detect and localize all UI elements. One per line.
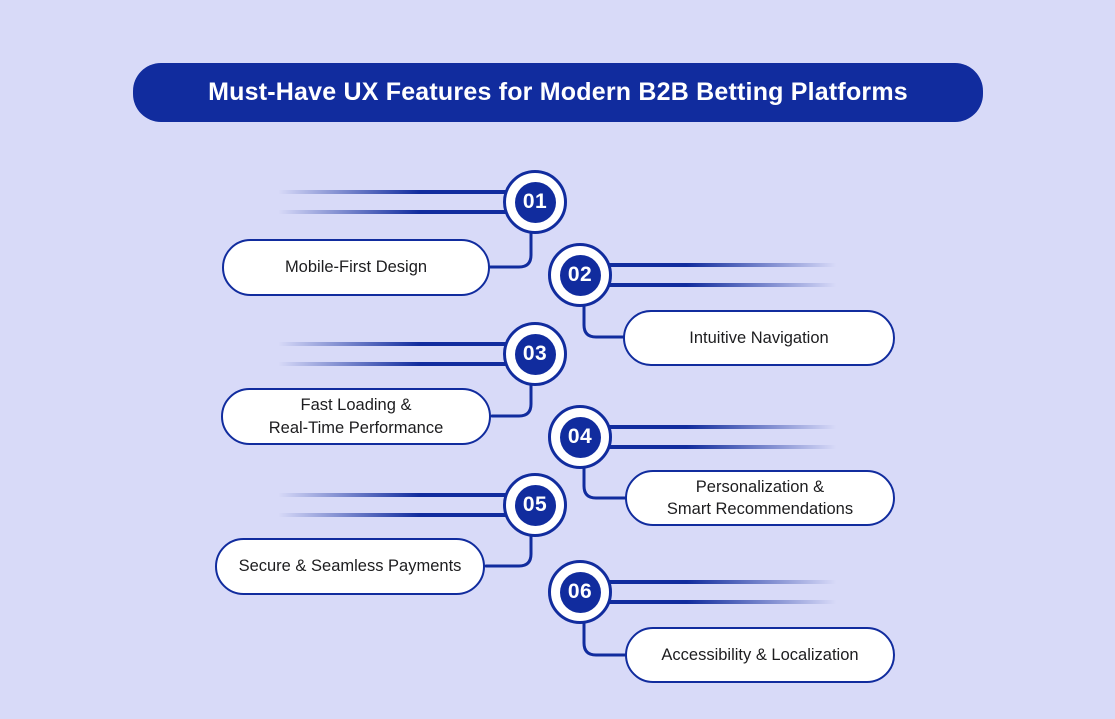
item-4-number: 04 — [559, 416, 601, 458]
item-4-number-circle: 04 — [548, 405, 612, 469]
decor-line — [268, 493, 520, 497]
connector-item-1 — [488, 232, 533, 269]
item-2-label: Intuitive Navigation — [689, 328, 829, 347]
item-2-number: 02 — [559, 254, 601, 296]
title-banner: Must-Have UX Features for Modern B2B Bet… — [133, 63, 983, 122]
item-3-label-pill: Fast Loading & Real-Time Performance — [221, 388, 491, 445]
item-6-number: 06 — [559, 571, 601, 613]
connector-item-4 — [582, 466, 628, 500]
decor-line — [580, 283, 847, 287]
page-title: Must-Have UX Features for Modern B2B Bet… — [208, 78, 908, 106]
item-2-label-pill: Intuitive Navigation — [623, 310, 895, 366]
item-6-number-circle: 06 — [548, 560, 612, 624]
item-4-label-pill: Personalization & Smart Recommendations — [625, 470, 895, 526]
item-5-label: Secure & Seamless Payments — [238, 557, 462, 576]
decor-line — [268, 342, 520, 346]
decor-line — [580, 425, 847, 429]
connector-item-6 — [582, 621, 628, 657]
item-5-label-pill: Secure & Seamless Payments — [215, 538, 485, 595]
decor-line — [580, 580, 847, 584]
decor-line — [580, 600, 847, 604]
connector-item-2 — [582, 304, 626, 339]
item-3-number: 03 — [514, 333, 556, 375]
item-3-label: Fast Loading & Real-Time Performance — [268, 396, 444, 437]
decor-line — [268, 210, 520, 214]
item-1-number-circle: 01 — [503, 170, 567, 234]
connector-item-3 — [490, 383, 533, 418]
item-2-number-circle: 02 — [548, 243, 612, 307]
item-5-number: 05 — [514, 484, 556, 526]
decor-line — [268, 190, 520, 194]
item-1-label-pill: Mobile-First Design — [222, 239, 490, 296]
connector-item-5 — [484, 534, 533, 568]
item-3-number-circle: 03 — [503, 322, 567, 386]
item-4-label: Personalization & Smart Recommendations — [666, 477, 854, 518]
item-1-label: Mobile-First Design — [284, 258, 428, 277]
item-6-label-pill: Accessibility & Localization — [625, 627, 895, 683]
item-5-number-circle: 05 — [503, 473, 567, 537]
item-6-label: Accessibility & Localization — [661, 645, 859, 664]
item-1-number: 01 — [514, 181, 556, 223]
decor-line — [580, 445, 847, 449]
decor-line — [580, 263, 847, 267]
decor-line — [268, 362, 520, 366]
decor-line — [268, 513, 520, 517]
